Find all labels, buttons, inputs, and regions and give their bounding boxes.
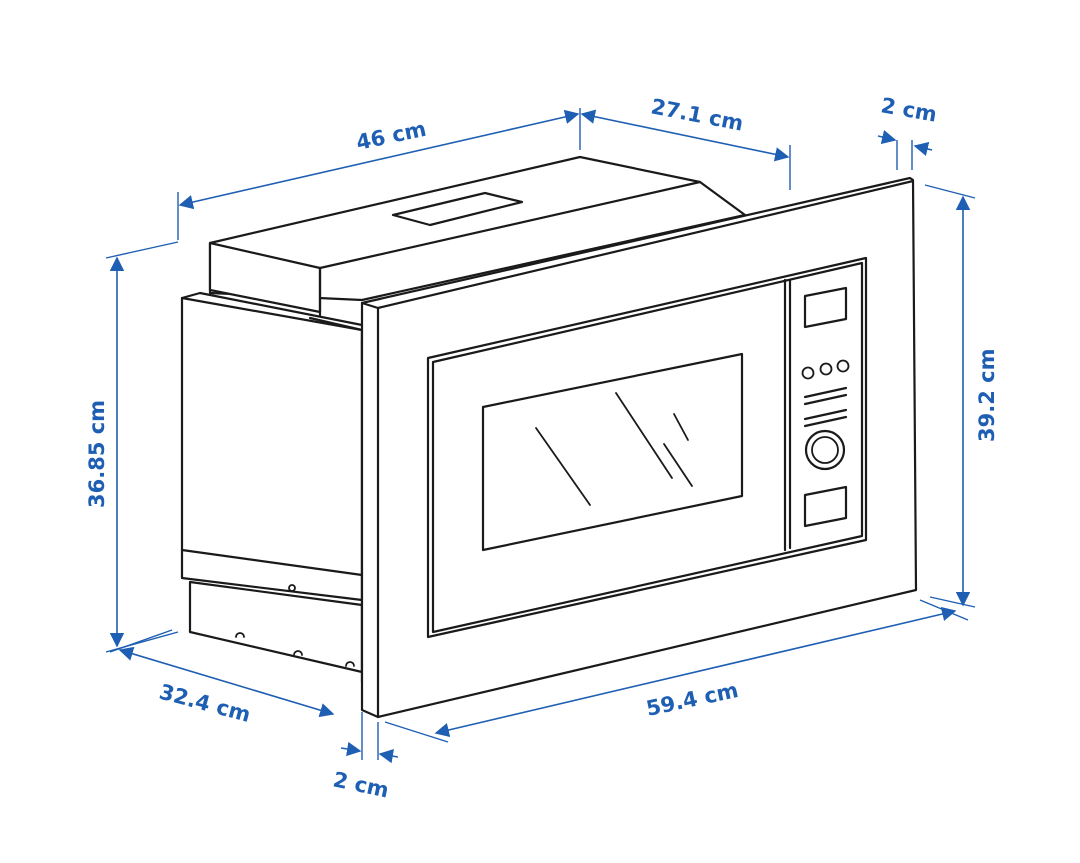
label-left-height: 36.85 cm bbox=[85, 400, 109, 508]
microwave-body bbox=[180, 155, 918, 719]
indicator-light-3 bbox=[836, 359, 850, 373]
label-front-width: 59.4 cm bbox=[644, 678, 740, 721]
door-release-button bbox=[803, 485, 848, 528]
dimension-frame-top-thickness: 2 cm bbox=[877, 93, 939, 170]
label-bottom-depth: 32.4 cm bbox=[157, 680, 253, 727]
dimension-left-height: 36.85 cm bbox=[85, 241, 179, 653]
label-top-depth: 27.1 cm bbox=[649, 94, 745, 135]
label-top-width: 46 cm bbox=[354, 117, 428, 155]
dimension-right-height: 39.2 cm bbox=[924, 184, 999, 608]
indicator-light-2 bbox=[819, 362, 833, 376]
control-button-1 bbox=[803, 386, 848, 399]
dimension-frame-bottom-thickness: 2 cm bbox=[331, 712, 399, 803]
display-window bbox=[803, 286, 848, 329]
control-button-2 bbox=[803, 408, 848, 421]
control-panel bbox=[801, 286, 850, 528]
label-right-height: 39.2 cm bbox=[975, 349, 999, 442]
indicator-light-1 bbox=[801, 366, 815, 380]
label-frame-bottom-thickness: 2 cm bbox=[331, 767, 391, 802]
label-frame-top-thickness: 2 cm bbox=[879, 93, 939, 126]
